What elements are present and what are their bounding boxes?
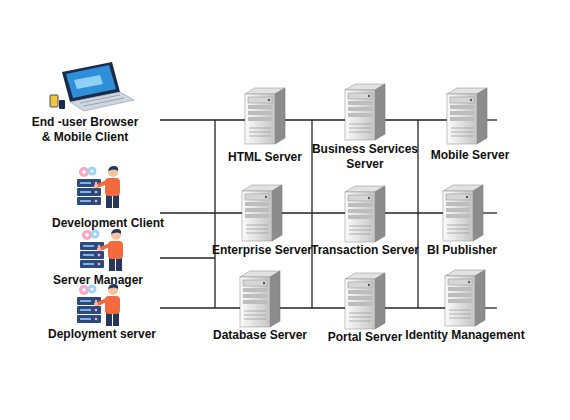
node-text: Deployment server: [40, 327, 164, 342]
node-text: Server Manager: [43, 273, 153, 288]
server-node: Transaction Server: [345, 186, 385, 242]
node-label: End -user Browser & Mobile Client: [29, 115, 141, 145]
network-link: [282, 212, 345, 213]
node-text: End -user Browser & Mobile Client: [29, 115, 141, 145]
node-text: Transaction Server: [303, 243, 427, 258]
node-text: Development Client: [46, 216, 170, 231]
server-icon: [242, 185, 282, 241]
server-node: Portal Server: [345, 273, 385, 329]
node-text: Mobile Server: [420, 148, 520, 163]
network-link: [160, 119, 245, 120]
screen-card: [74, 75, 103, 89]
node-label: Mobile Server: [420, 148, 520, 163]
node-label: Business Services Server: [307, 142, 423, 172]
server-node: Business Services Server: [345, 84, 385, 140]
node-text: Portal Server: [315, 330, 415, 345]
client-node: Development Client: [70, 163, 160, 213]
server-node: Identity Management: [445, 270, 485, 326]
manager-icon: [80, 229, 123, 271]
keyboard-row: [84, 98, 124, 106]
network-link: [160, 307, 240, 308]
node-label: Database Server: [205, 328, 315, 343]
network-link: [385, 119, 447, 120]
server-icon: [245, 88, 285, 144]
node-label: Enterprise Server: [204, 243, 320, 258]
server-icon: [345, 84, 385, 140]
server-icon: [345, 273, 385, 329]
network-link: [280, 307, 345, 308]
server-icon: [447, 88, 487, 144]
bus-line: [483, 212, 497, 213]
node-label: Deployment server: [40, 327, 164, 342]
network-link: [285, 119, 345, 120]
server-node: Database Server: [240, 271, 280, 327]
server-node: Mobile Server: [447, 88, 487, 144]
network-link: [385, 212, 443, 213]
server-icon: [443, 185, 483, 241]
laptop-screen: [66, 65, 116, 98]
node-text: Database Server: [205, 328, 315, 343]
network-link: [385, 307, 445, 308]
node-label: HTML Server: [215, 150, 315, 165]
server-node: Enterprise Server: [242, 185, 282, 241]
laptop-base: [70, 92, 134, 111]
node-label: Development Client: [46, 216, 170, 231]
node-label: Transaction Server: [303, 243, 427, 258]
developer-icon: [77, 166, 120, 208]
client-node: Deployment server: [72, 284, 160, 326]
server-node: BI Publisher: [443, 185, 483, 241]
server-node: HTML Server: [245, 88, 285, 144]
server-icon: [345, 186, 385, 242]
node-text: BI Publisher: [412, 243, 512, 258]
bus-line: [487, 119, 497, 120]
node-label: Identity Management: [400, 328, 530, 343]
server-icon: [240, 271, 280, 327]
node-text: HTML Server: [215, 150, 315, 165]
node-text: Identity Management: [400, 328, 530, 343]
phone-icon: [59, 100, 65, 109]
node-text: Enterprise Server: [204, 243, 320, 258]
node-label: Server Manager: [43, 273, 153, 288]
server-icon: [445, 270, 485, 326]
node-label: Portal Server: [315, 330, 415, 345]
laptop-icon: [50, 62, 134, 111]
bus-line: [485, 307, 497, 308]
deployer-icon: [77, 284, 120, 326]
node-label: BI Publisher: [412, 243, 512, 258]
network-link: [160, 212, 242, 213]
card-icon: [50, 95, 58, 107]
bus-line: [214, 120, 215, 308]
client-node: End -user Browser & Mobile Client: [55, 62, 160, 112]
bus-line: [160, 257, 215, 258]
node-text: Business Services Server: [307, 142, 423, 172]
client-node: Server Manager: [72, 230, 160, 272]
keyboard-row: [80, 95, 120, 103]
